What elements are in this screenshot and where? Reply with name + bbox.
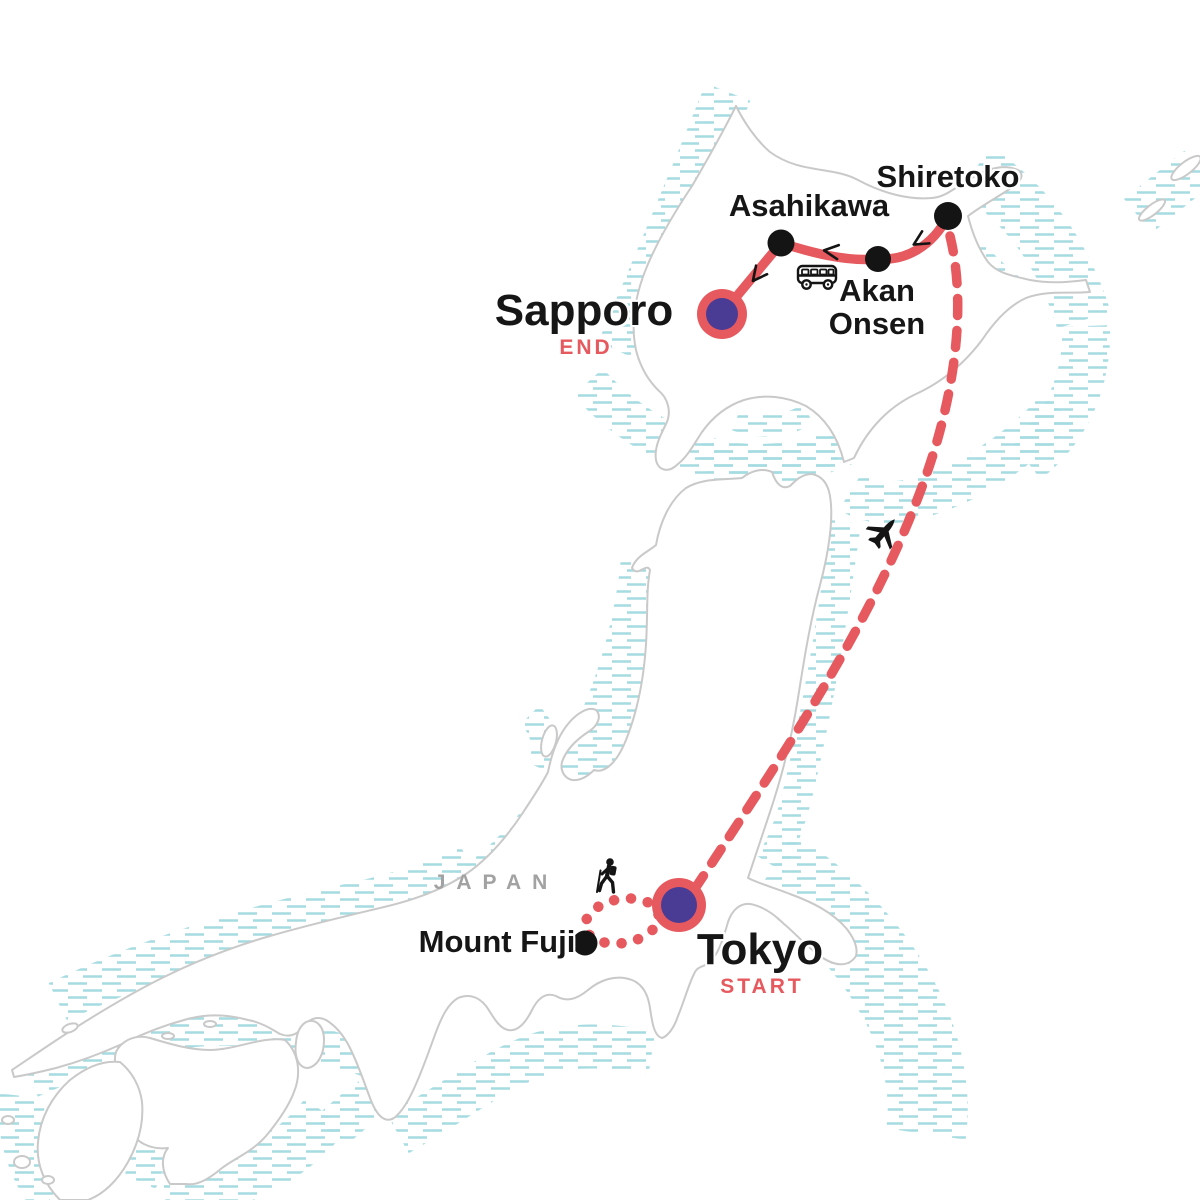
coastlines	[1, 105, 1200, 1200]
small-island	[203, 1020, 217, 1028]
label-tokyo-start-tag: START	[720, 975, 804, 998]
marker-akan-onsen	[865, 246, 891, 272]
hiker-icon	[596, 858, 617, 894]
country-label-japan: JAPAN	[433, 871, 559, 894]
small-island	[1138, 198, 1166, 222]
label-mount-fuji: Mount Fuji	[418, 924, 576, 959]
label-asahikawa: Asahikawa	[728, 188, 890, 223]
plane-icon	[865, 519, 895, 550]
small-island	[1, 1115, 15, 1125]
awaji-island	[294, 1020, 325, 1069]
flight-route-tokyo-shiretoko	[689, 231, 963, 895]
marker-sapporo-end	[697, 289, 747, 339]
direction-arrow	[822, 243, 841, 261]
shikoku-island	[114, 1035, 300, 1186]
small-island	[161, 1032, 175, 1040]
bus-icon	[796, 264, 838, 290]
label-sapporo-end-tag: END	[559, 336, 613, 359]
label-akan-onsen: Akan Onsen	[828, 273, 926, 341]
direction-arrow	[912, 230, 931, 246]
sado-island	[540, 724, 558, 758]
transport-icons	[596, 264, 895, 894]
honshu-island	[11, 469, 858, 1121]
small-island	[41, 1175, 55, 1185]
label-shiretoko: Shiretoko	[876, 159, 1020, 194]
marker-shiretoko	[934, 202, 962, 230]
marker-mount-fuji	[572, 930, 598, 956]
small-island	[1170, 154, 1200, 182]
stop-markers	[572, 202, 962, 956]
small-island	[13, 1155, 31, 1169]
marker-asahikawa	[767, 229, 795, 257]
label-tokyo: Tokyo	[696, 925, 824, 974]
direction-arrow	[751, 264, 769, 283]
small-island	[61, 1022, 79, 1034]
hokkaido-island	[632, 105, 1091, 471]
marker-tokyo-start	[652, 878, 706, 932]
label-sapporo: Sapporo	[494, 286, 674, 335]
sea-hatching	[0, 83, 1200, 1200]
